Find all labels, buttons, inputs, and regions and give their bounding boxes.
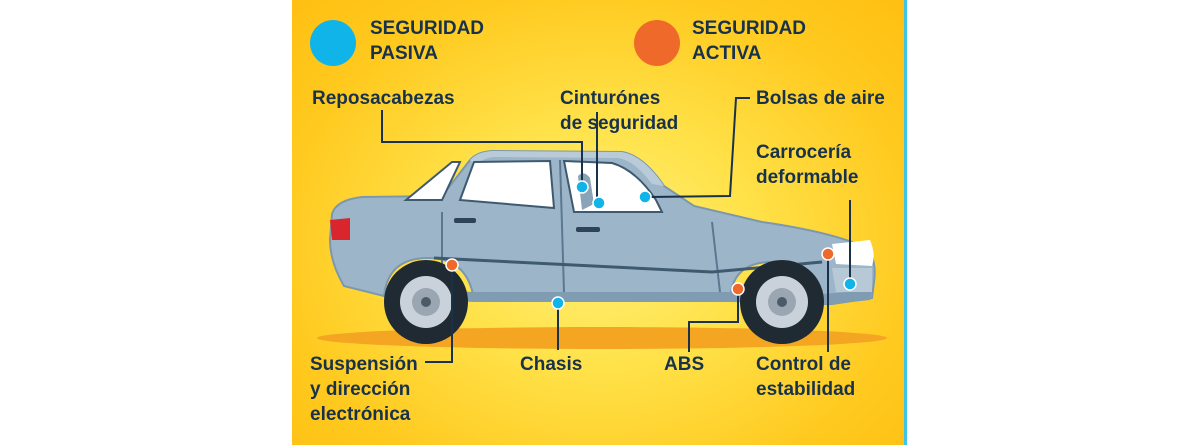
headrest-line: [381, 110, 583, 186]
abs-marker: [731, 282, 745, 296]
headrest-marker: [575, 180, 589, 194]
infographic-panel: SEGURIDAD PASIVA SEGURIDAD ACTIVA: [292, 0, 904, 445]
rear-door-window: [458, 159, 556, 210]
car-diagram: [317, 97, 887, 363]
airbags-line: [647, 97, 750, 198]
suspension-line: [425, 265, 453, 363]
crumple-body-label: Carrocería deformable: [756, 142, 859, 188]
active-legend-label: SEGURIDAD ACTIVA: [692, 18, 807, 64]
active-legend-dot: [634, 20, 680, 66]
stability-marker: [821, 247, 835, 261]
seatbelts-label: Cinturónes de seguridad: [560, 88, 679, 134]
rear-wheel: [384, 260, 468, 344]
passive-legend-label: SEGURIDAD PASIVA: [370, 18, 485, 64]
panel-edge-stripe: [904, 0, 907, 445]
car-roof-shade: [470, 151, 664, 186]
passive-legend-dot: [310, 20, 356, 66]
headlight: [832, 240, 874, 266]
rear-door-handle: [454, 218, 476, 223]
suspension-label: Suspensión y dirección electrónica: [310, 354, 418, 425]
chassis-marker: [551, 296, 565, 310]
rear-window: [403, 161, 462, 201]
stability-label: Control de estabilidad: [756, 354, 856, 400]
seatbelts-marker: [592, 196, 606, 210]
tail-light: [330, 218, 350, 240]
airbags-label: Bolsas de aire: [756, 88, 885, 109]
front-wheel: [740, 260, 824, 344]
chassis-label: Chasis: [520, 354, 583, 375]
front-door-handle: [576, 227, 600, 232]
suspension-marker: [445, 258, 459, 272]
abs-line: [688, 289, 739, 352]
airbags-marker: [638, 190, 652, 204]
abs-label: ABS: [664, 354, 705, 375]
ground-shadow: [317, 327, 887, 349]
headrest-label: Reposacabezas: [312, 88, 455, 109]
crumple-body-marker: [843, 277, 857, 291]
